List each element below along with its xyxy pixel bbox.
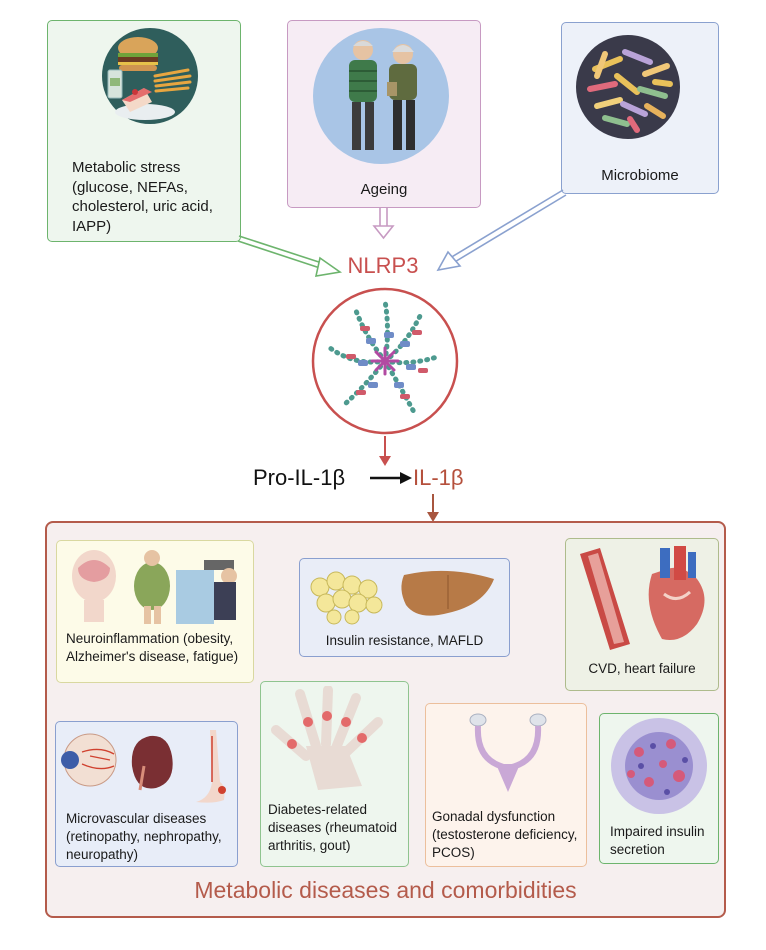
pro-il-1b-label: Pro-IL-1β <box>253 465 346 490</box>
elderly-couple-icon <box>313 28 449 164</box>
il-1b-label: IL-1β <box>413 465 464 490</box>
nlrp3-down-arrow-icon <box>379 436 391 466</box>
islet-icon <box>611 718 707 814</box>
nlrp3-title: NLRP3 <box>347 253 419 278</box>
cleavage-arrows <box>370 436 439 522</box>
brain-obesity-fatigue-icon <box>72 550 237 624</box>
gonadal-label: Gonadal dysfunction (testosterone defici… <box>432 809 578 860</box>
ageing-arrow-icon <box>372 208 395 240</box>
input-arrows <box>237 189 567 277</box>
pro-il-arrow-icon <box>370 472 412 484</box>
cvd-label: CVD, heart failure <box>588 661 696 676</box>
ageing-label: Ageing <box>360 181 408 198</box>
neuro-label: Neuroinflammation (obesity, Alzheimer's … <box>66 631 239 664</box>
bacteria-icon <box>576 35 680 139</box>
adipocytes-liver-icon <box>310 570 494 625</box>
heart-vessel-icon <box>580 546 705 650</box>
il-down-arrow-icon <box>427 494 439 522</box>
eye-kidney-foot-icon <box>61 730 226 803</box>
metabolic-arrow-icon <box>237 235 343 277</box>
outcomes-title: Metabolic diseases and comorbidities <box>194 877 577 903</box>
diabetes-related-label: Diabetes-related diseases (rheumatoid ar… <box>268 802 398 853</box>
inflammasome-icon <box>311 287 459 435</box>
metabolic-stress-label: Metabolic stress (glucose, NEFAs, choles… <box>72 159 213 235</box>
microbiome-arrow-icon <box>436 189 567 272</box>
insulin-resistance-label: Insulin resistance, MAFLD <box>325 633 484 648</box>
microvascular-label: Microvascular diseases (retinopathy, nep… <box>66 811 222 862</box>
hand-joints-icon <box>271 686 383 790</box>
impaired-insulin-label: Impaired insulin secretion <box>610 824 705 857</box>
microbiome-label: Microbiome <box>601 167 679 184</box>
uterus-ovaries-icon <box>469 713 547 792</box>
food-icon <box>102 28 198 124</box>
